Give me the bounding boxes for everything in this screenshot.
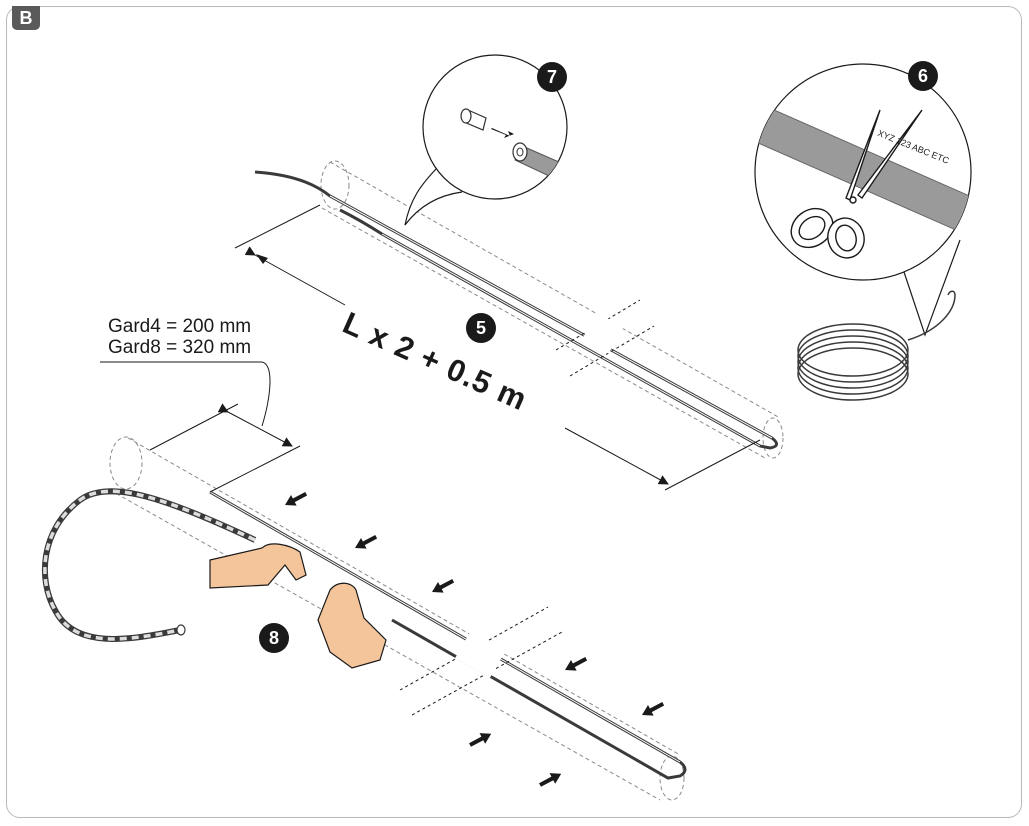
hands-illustration: [209, 543, 387, 669]
step-7-badge: 7: [537, 62, 567, 92]
connector-detail-bubble: [404, 54, 568, 226]
upper-safety-edge-tube: [320, 160, 784, 459]
loose-cable-end: [42, 488, 257, 642]
push-arrows: [285, 491, 665, 787]
push-arrow-icon: [539, 773, 562, 787]
lower-safety-edge-tube: [109, 436, 685, 801]
scissors-icon: [790, 109, 923, 259]
cut-detail-bubble: [754, 63, 972, 337]
push-arrow-icon: [469, 733, 492, 747]
step-6-badge: 6: [908, 61, 938, 91]
gard4-label: Gard4 = 200 mm: [108, 316, 252, 337]
push-arrow-icon: [642, 701, 665, 716]
push-arrow-icon: [285, 491, 308, 506]
push-arrow-icon: [355, 534, 378, 549]
step-8-badge: 8: [259, 623, 289, 653]
step-5-badge: 5: [466, 313, 496, 343]
dimension-line: [234, 204, 761, 491]
push-arrow-icon: [565, 656, 588, 671]
push-arrow-icon: [432, 578, 455, 593]
lower-cable-highlight: [209, 491, 681, 763]
upper-cable-loop: [254, 170, 778, 450]
panel-frame: [6, 6, 1022, 818]
upper-cable-highlight: [329, 195, 773, 447]
gard8-label: Gard8 = 320 mm: [108, 337, 252, 358]
gard-dimension: [100, 361, 301, 493]
cable-coil: [797, 290, 956, 401]
panel-badge: B: [12, 6, 40, 30]
lower-cable-loop: [209, 490, 687, 780]
